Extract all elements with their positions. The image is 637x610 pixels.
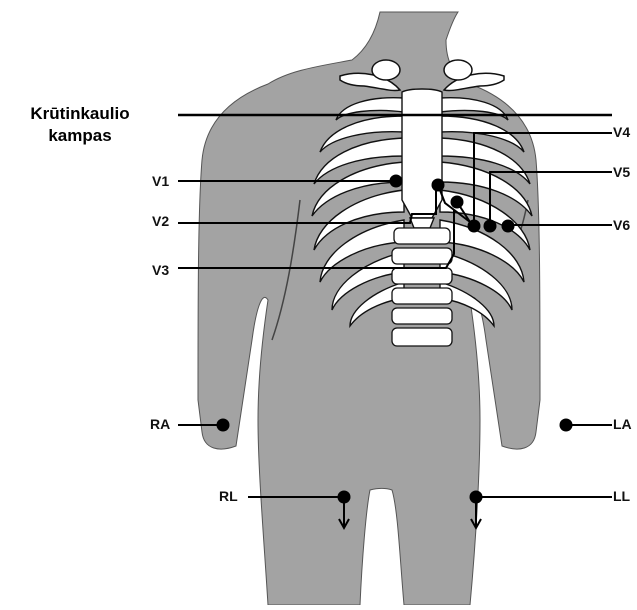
electrode-dot-v5 — [484, 220, 497, 233]
electrode-dot-v2 — [432, 179, 445, 192]
electrode-dot-v3 — [451, 196, 464, 209]
label-v5: V5 — [613, 165, 630, 179]
label-ll: LL — [613, 489, 630, 503]
electrode-dot-ra — [217, 419, 230, 432]
label-v1: V1 — [152, 174, 169, 188]
electrode-dot-v4 — [468, 220, 481, 233]
label-ra: RA — [150, 417, 170, 431]
xiphoid — [410, 218, 434, 228]
label-v6: V6 — [613, 218, 630, 232]
label-v2: V2 — [152, 214, 169, 228]
sternal-angle-label: Krūtinkaulio kampas — [6, 103, 154, 147]
electrode-dot-v6 — [502, 220, 515, 233]
electrode-dot-v1 — [390, 175, 403, 188]
label-v4: V4 — [613, 125, 630, 139]
electrode-dot-ll — [470, 491, 483, 504]
electrode-dot-la — [560, 419, 573, 432]
sternal-angle-label-line1: Krūtinkaulio — [6, 103, 154, 125]
label-la: LA — [613, 417, 632, 431]
electrode-dot-rl — [338, 491, 351, 504]
sternal-angle-label-line2: kampas — [6, 125, 154, 147]
label-rl: RL — [219, 489, 238, 503]
label-v3: V3 — [152, 263, 169, 277]
